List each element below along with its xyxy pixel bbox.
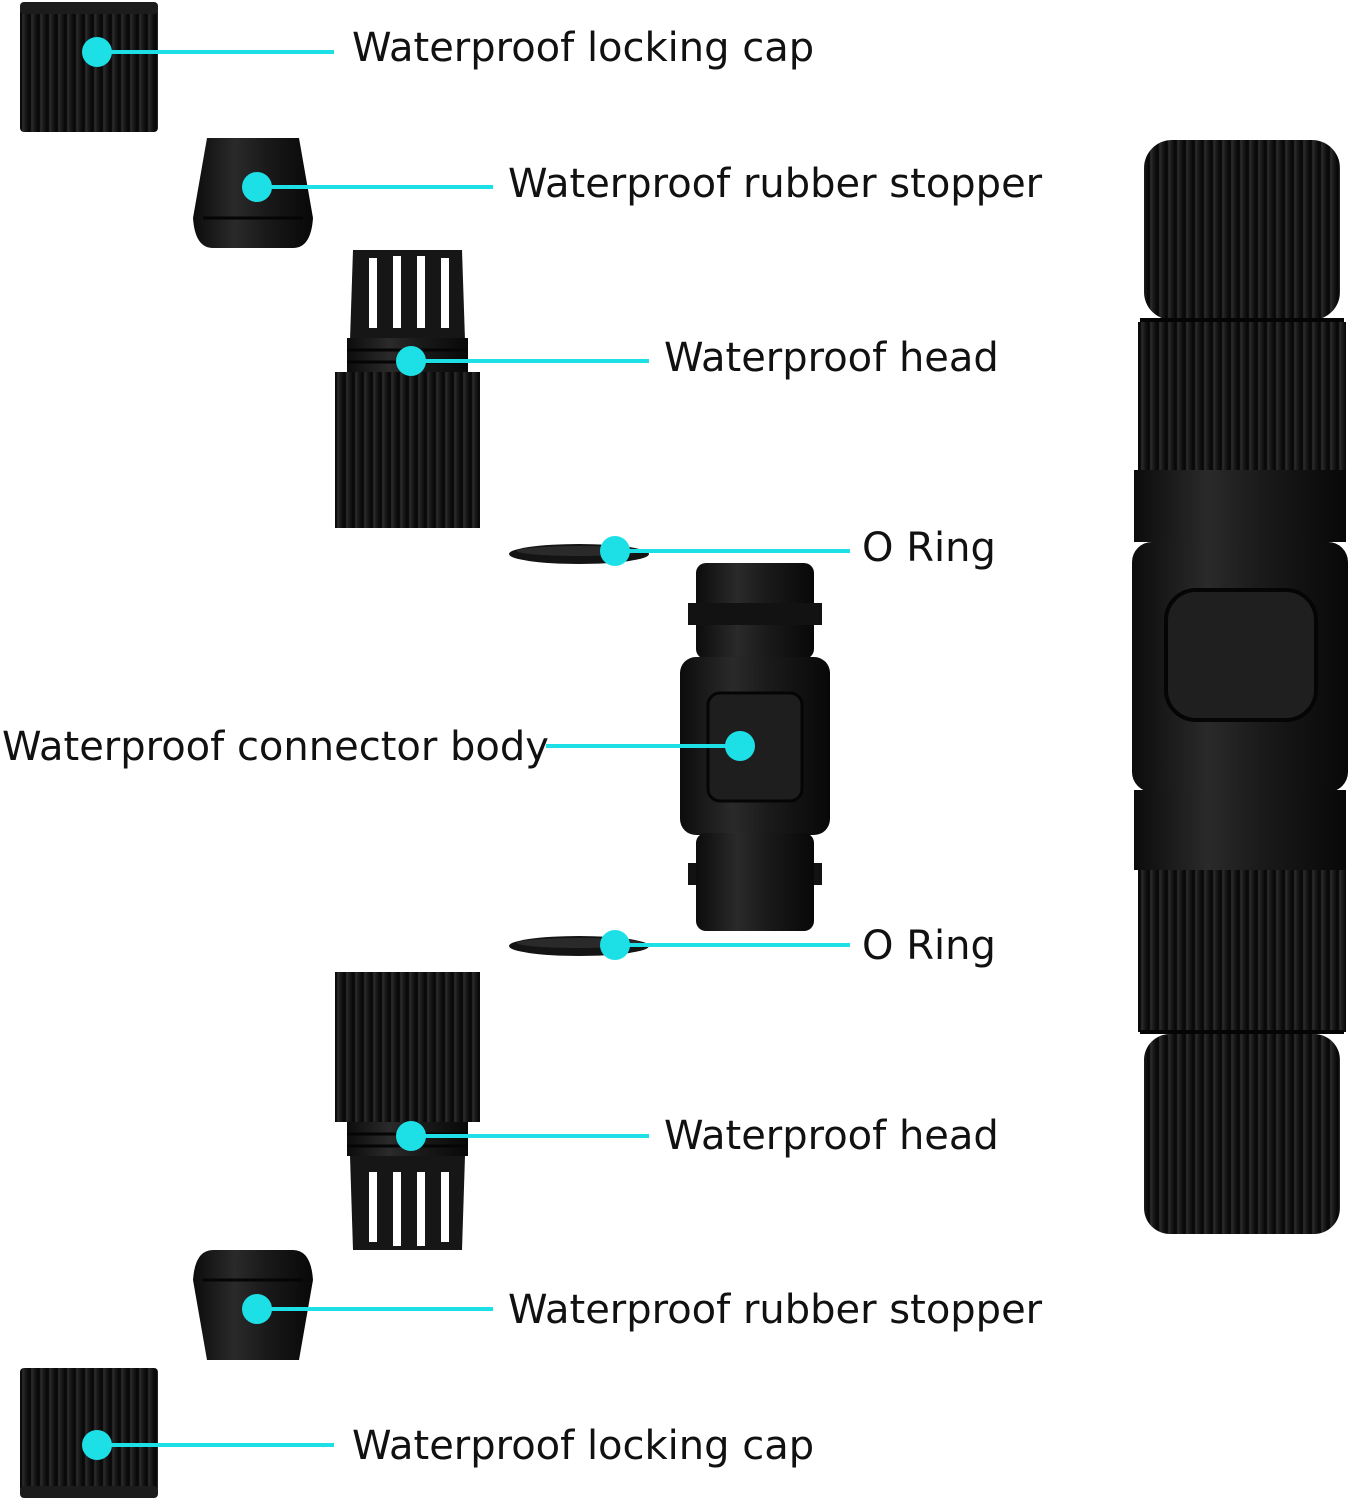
callout-dot-cap-bottom xyxy=(82,1430,112,1460)
callout-line-cap-top xyxy=(96,50,334,54)
callout-dot-oring-bottom xyxy=(600,930,630,960)
callout-line-stopper-bottom xyxy=(256,1307,493,1311)
label-locking-cap-top: Waterproof locking cap xyxy=(352,25,815,71)
label-o-ring-top: O Ring xyxy=(862,525,996,571)
callout-dot-head-bottom xyxy=(396,1121,426,1151)
callout-dot-oring-top xyxy=(600,536,630,566)
callout-line-oring-bottom xyxy=(614,943,850,947)
assembled-connector-image xyxy=(1132,140,1348,1234)
callout-dot-body xyxy=(725,731,755,761)
callout-dot-cap-top xyxy=(82,37,112,67)
callout-line-head-top xyxy=(410,359,649,363)
callout-dot-stopper-bottom xyxy=(242,1294,272,1324)
waterproof-head-bottom-image xyxy=(335,972,480,1250)
label-o-ring-bottom: O Ring xyxy=(862,923,996,969)
label-rubber-stopper-bottom: Waterproof rubber stopper xyxy=(508,1287,1043,1333)
label-rubber-stopper-top: Waterproof rubber stopper xyxy=(508,161,1043,207)
label-waterproof-head-top: Waterproof head xyxy=(664,335,999,381)
locking-cap-bottom-image xyxy=(20,1368,158,1498)
waterproof-head-top-image xyxy=(335,250,480,528)
label-connector-body: Waterproof connector body xyxy=(2,724,549,770)
callout-dot-head-top xyxy=(396,346,426,376)
label-locking-cap-bottom: Waterproof locking cap xyxy=(352,1423,815,1469)
callout-line-cap-bottom xyxy=(96,1443,334,1447)
callout-line-head-bottom xyxy=(410,1134,649,1138)
locking-cap-top-image xyxy=(20,2,158,132)
connector-body-image xyxy=(680,563,830,931)
callout-line-oring-top xyxy=(614,549,850,553)
label-waterproof-head-bottom: Waterproof head xyxy=(664,1113,999,1159)
callout-dot-stopper-top xyxy=(242,172,272,202)
callout-line-stopper-top xyxy=(256,185,493,189)
callout-line-body xyxy=(546,744,740,748)
